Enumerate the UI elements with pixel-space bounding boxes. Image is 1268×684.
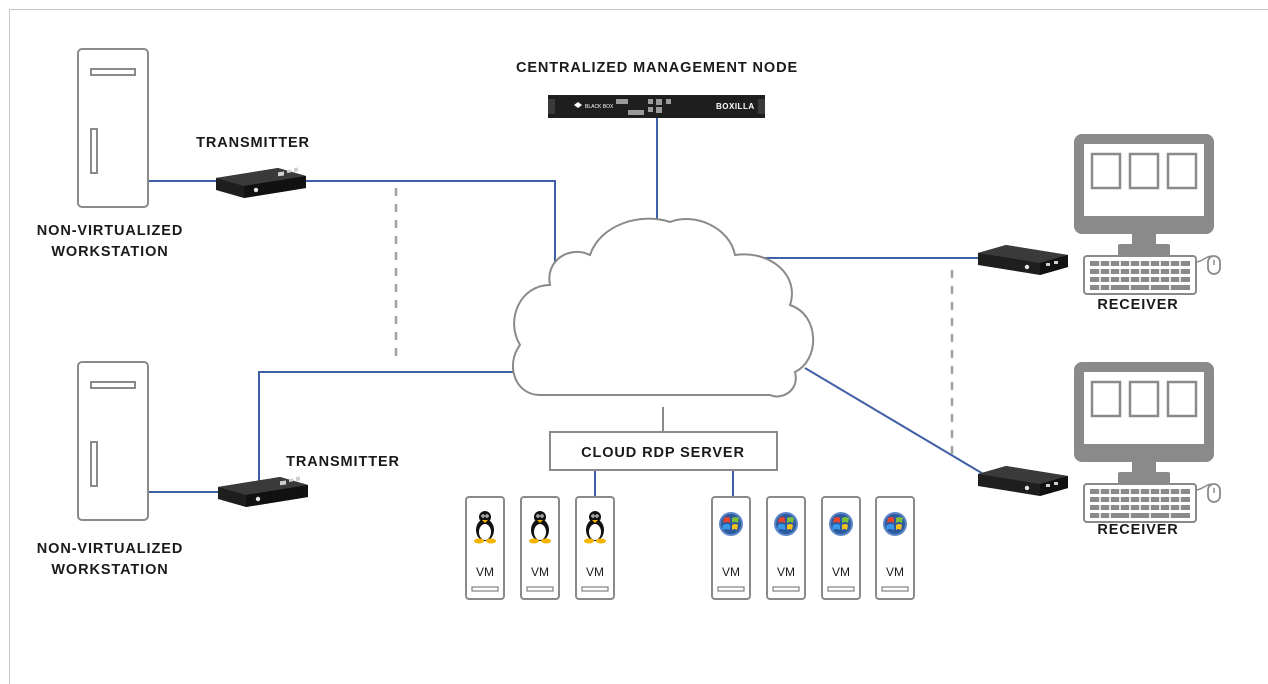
receiver-top-device bbox=[978, 245, 1068, 275]
workstation-bottom-label-line2: WORKSTATION bbox=[51, 562, 169, 578]
linux-vm: VM bbox=[575, 496, 615, 600]
management-node-device: BLACK BOX BOXILLA bbox=[548, 95, 765, 118]
windows-vm-group: VM VM VM VM bbox=[711, 496, 915, 600]
linux-vm: VM bbox=[465, 496, 505, 600]
vm-label: VM bbox=[722, 565, 740, 579]
receiver-top-label: RECEIVER bbox=[1097, 297, 1179, 313]
linux-vm: VM bbox=[520, 496, 560, 600]
mgmt-device-model: BOXILLA bbox=[716, 102, 755, 111]
windows-logo-icon bbox=[719, 512, 743, 536]
transmitter-bottom-device bbox=[218, 476, 308, 507]
workstation-top-label: NON-VIRTUALIZED WORKSTATION bbox=[0, 221, 220, 263]
network-links bbox=[148, 117, 986, 498]
management-node-label: CENTRALIZED MANAGEMENT NODE bbox=[515, 60, 799, 76]
vm-label: VM bbox=[531, 565, 549, 579]
transmitter-bottom-link bbox=[258, 371, 520, 488]
receiver-bottom-link bbox=[804, 367, 986, 476]
transmitter-top-label: TRANSMITTER bbox=[196, 135, 310, 151]
windows-logo-icon bbox=[774, 512, 798, 536]
vm-label: VM bbox=[832, 565, 850, 579]
receiver-bottom-monitor-icon bbox=[1072, 360, 1222, 524]
transmitter-top-device bbox=[216, 167, 306, 198]
workstation-bottom-icon bbox=[77, 361, 149, 521]
workstation-bottom-label-line1: NON-VIRTUALIZED bbox=[36, 541, 184, 557]
windows-vm: VM bbox=[821, 496, 861, 600]
receiver-bottom-label: RECEIVER bbox=[1097, 522, 1179, 538]
linux-vm-group: VM VM VM bbox=[465, 496, 615, 600]
workstation-bottom-label: NON-VIRTUALIZED WORKSTATION bbox=[0, 539, 220, 581]
windows-vm: VM bbox=[711, 496, 751, 600]
rdp-server-box: CLOUD RDP SERVER bbox=[549, 431, 778, 471]
vm-label: VM bbox=[586, 565, 604, 579]
vm-label: VM bbox=[777, 565, 795, 579]
windows-vm: VM bbox=[875, 496, 915, 600]
transmitter-top-link bbox=[300, 180, 556, 280]
windows-logo-icon bbox=[829, 512, 853, 536]
windows-logo-icon bbox=[883, 512, 907, 536]
windows-vm: VM bbox=[766, 496, 806, 600]
cloud-icon bbox=[511, 217, 815, 398]
workstation-top-label-line1: NON-VIRTUALIZED bbox=[36, 223, 184, 239]
workstation-top-icon bbox=[77, 48, 149, 208]
diagram-frame bbox=[9, 9, 1268, 684]
receiver-top-monitor-icon bbox=[1072, 132, 1222, 296]
receiver-bottom-device bbox=[978, 466, 1068, 496]
transmitter-bottom-label: TRANSMITTER bbox=[286, 454, 400, 470]
workstation-top-label-line2: WORKSTATION bbox=[51, 244, 169, 260]
vm-label: VM bbox=[886, 565, 904, 579]
rdp-server-label: CLOUD RDP SERVER bbox=[581, 445, 745, 461]
mgmt-device-brand: BLACK BOX bbox=[585, 104, 614, 110]
vm-label: VM bbox=[476, 565, 494, 579]
